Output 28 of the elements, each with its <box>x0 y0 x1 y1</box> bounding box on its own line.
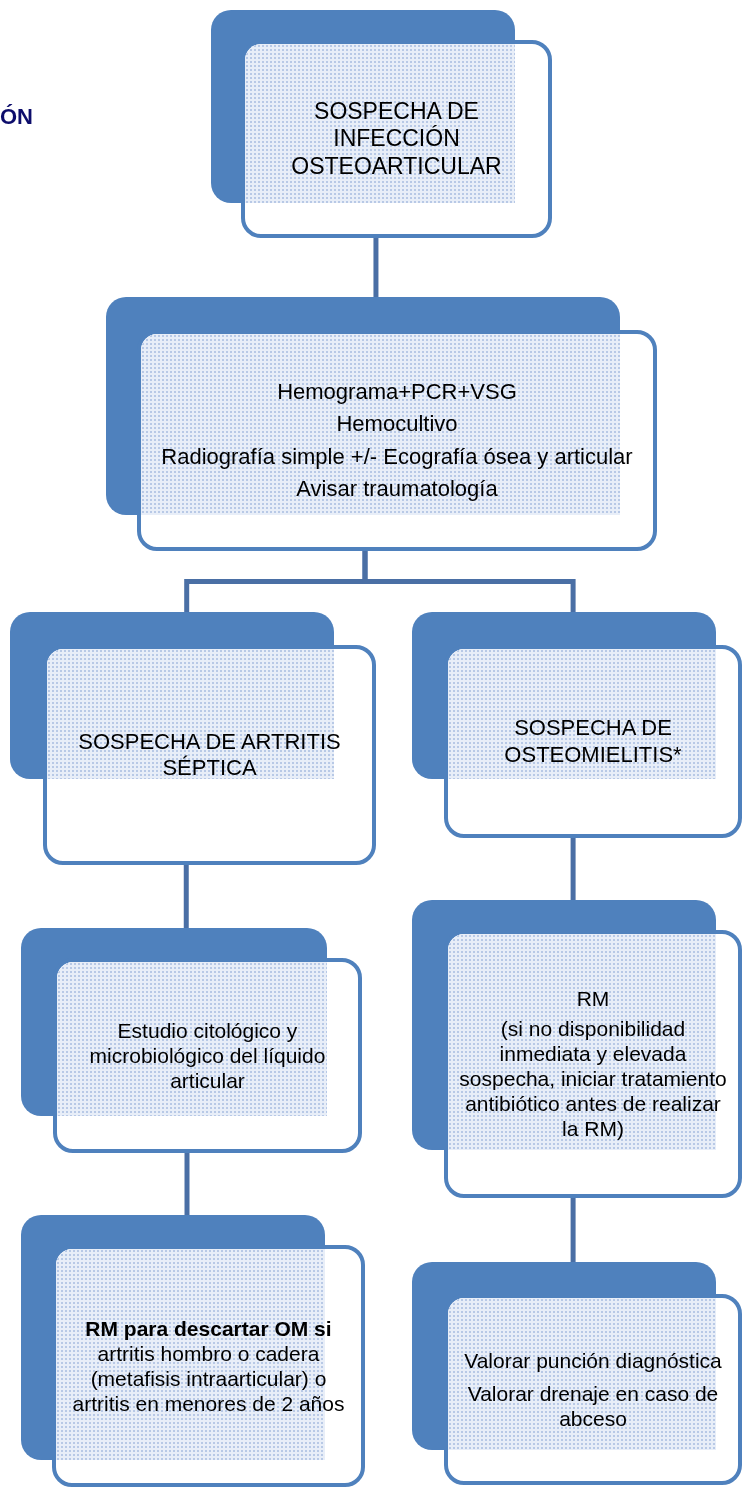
connector-line <box>570 838 576 900</box>
box-text: RM para descartar OM si artritis hombro o cadera (metafisis intraarticular) o artritis en menores de 2 años <box>71 1315 346 1417</box>
heading-fragment: ÓN <box>0 103 33 131</box>
box-text: (si no disponibilidad inmediata y elevada sospecha, iniciar tratamiento antibiótico antes de realizar la RM) <box>458 1015 728 1142</box>
box-text: Valorar drenaje en caso de abceso <box>466 1380 720 1432</box>
connector-line <box>362 551 576 612</box>
box-text: Valorar punción diagnóstica <box>464 1347 722 1373</box>
box-text: Avisar traumatología <box>296 475 498 503</box>
box-text: Hemocultivo <box>336 411 458 438</box>
connector-line <box>373 238 379 297</box>
process-box <box>412 900 742 1198</box>
box-text: SOSPECHA DE INFECCIÓN OSTEOARTICULAR <box>290 97 503 181</box>
box-text: Hemograma+PCR+VSG <box>277 378 517 406</box>
process-box <box>106 297 657 551</box>
connector-line <box>183 865 189 928</box>
box-text: SOSPECHA DE OSTEOMIELITIS* <box>503 715 683 768</box>
connector-line <box>184 1153 190 1215</box>
box-text: RM <box>576 986 610 1012</box>
process-box <box>21 1215 365 1487</box>
process-box <box>412 1262 742 1485</box>
process-box <box>412 612 742 838</box>
box-text: SOSPECHA DE ARTRITIS SÉPTICA <box>77 728 342 782</box>
process-box <box>211 10 552 238</box>
connector-line <box>570 1198 576 1262</box>
box-text: Estudio citológico y microbiológico del líquido articular <box>88 1017 327 1094</box>
process-box <box>21 928 362 1153</box>
process-box <box>10 612 376 865</box>
box-text: Radiografía simple +/- Ecografía ósea y articular <box>161 443 633 470</box>
